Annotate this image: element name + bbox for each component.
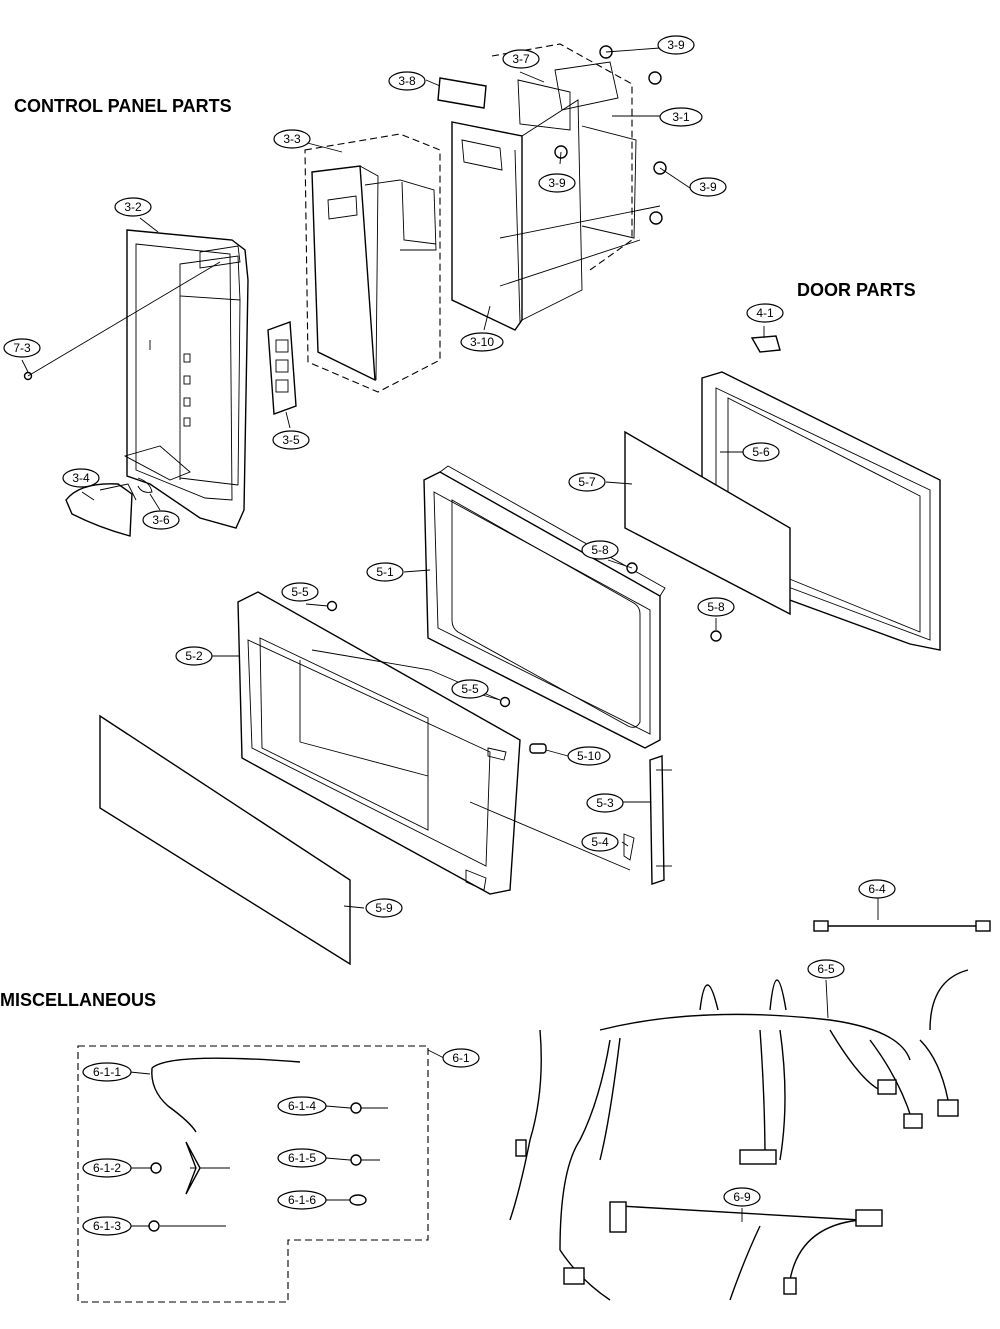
door-outer-frame-part: [701, 335, 941, 651]
callout-6-1-4: 6-1-4: [277, 1096, 327, 1116]
callout-6-1-text: 6-1: [452, 1051, 470, 1065]
callout-3-9-top: 3-9: [657, 35, 695, 55]
callout-3-5: 3-5: [272, 430, 310, 450]
wire-harness-part: [509, 969, 969, 1301]
callout-5-1-text: 5-1: [376, 565, 394, 579]
callout-6-5-text: 6-5: [817, 962, 835, 976]
callout-6-1-5-text: 6-1-5: [288, 1151, 316, 1165]
callout-3-6: 3-6: [142, 510, 180, 530]
callout-6-1-1: 6-1-1: [82, 1062, 132, 1082]
callout-4-1-text: 4-1: [756, 306, 774, 320]
callout-5-5-lower-text: 5-5: [461, 682, 479, 696]
callout-6-4-text: 6-4: [868, 882, 886, 896]
door-front-frame-part: [237, 591, 631, 895]
callout-6-1-4-text: 6-1-4: [288, 1099, 316, 1113]
callout-3-5-text: 3-5: [282, 433, 300, 447]
callout-3-1: 3-1: [659, 107, 703, 127]
callout-5-8-upper-text: 5-8: [591, 543, 609, 557]
door-inner-panel-part: [423, 465, 722, 749]
callout-5-6-text: 5-6: [752, 445, 770, 459]
callout-3-7-text: 3-7: [512, 52, 530, 66]
callout-5-6: 5-6: [742, 442, 780, 462]
callout-5-9-text: 5-9: [375, 901, 393, 915]
callout-3-8-text: 3-8: [398, 74, 416, 88]
callout-6-1-2: 6-1-2: [82, 1158, 132, 1178]
latch-hook-part: [623, 755, 672, 885]
callout-5-5-upper: 5-5: [281, 582, 319, 602]
callout-3-9-right-text: 3-9: [699, 180, 717, 194]
door-window-screen-part: [624, 430, 791, 616]
leader-lines: [21, 47, 879, 1227]
callout-5-3-text: 5-3: [596, 796, 614, 810]
key-switch-parts: [65, 321, 297, 537]
callout-3-1-text: 3-1: [672, 110, 690, 124]
callout-3-9-top-text: 3-9: [667, 38, 685, 52]
heading-control-panel-parts: CONTROL PANEL PARTS: [14, 96, 232, 116]
callout-6-1-5: 6-1-5: [277, 1148, 327, 1168]
callout-3-3: 3-3: [273, 129, 311, 149]
callout-6-1-3-text: 6-1-3: [93, 1219, 121, 1233]
callout-6-1-3: 6-1-3: [82, 1216, 132, 1236]
callout-6-1: 6-1: [442, 1048, 480, 1068]
callout-5-8-lower-text: 5-8: [707, 600, 725, 614]
callout-5-7-text: 5-7: [578, 475, 596, 489]
callout-5-4-text: 5-4: [591, 835, 609, 849]
callout-5-1: 5-1: [366, 562, 404, 582]
wire-lead-part: [813, 920, 991, 932]
callout-7-3-text: 7-3: [13, 341, 31, 355]
callout-3-2-text: 3-2: [124, 200, 142, 214]
callout-3-10: 3-10: [460, 332, 504, 352]
callout-3-9-middle: 3-9: [538, 173, 576, 193]
callout-3-7: 3-7: [502, 49, 540, 69]
callout-5-8-lower: 5-8: [697, 597, 735, 617]
door-choke-cover-part: [99, 714, 351, 966]
control-panel-frame-part: [123, 229, 249, 529]
callout-5-10-text: 5-10: [577, 749, 601, 763]
callout-3-2: 3-2: [114, 197, 152, 217]
heading-door-parts: DOOR PARTS: [797, 280, 916, 300]
callout-5-2-text: 5-2: [185, 649, 203, 663]
control-panel-pcb-part: [304, 133, 441, 393]
callout-5-7: 5-7: [568, 472, 606, 492]
callout-6-4: 6-4: [858, 879, 896, 899]
callout-5-8-upper: 5-8: [581, 540, 619, 560]
callout-5-5-lower: 5-5: [451, 679, 489, 699]
callout-3-9-right: 3-9: [689, 177, 727, 197]
callout-6-1-6-text: 6-1-6: [288, 1193, 316, 1207]
callout-3-9-middle-text: 3-9: [548, 176, 566, 190]
misc-kit-part: [77, 1045, 429, 1303]
callout-5-9: 5-9: [365, 898, 403, 918]
callout-3-8: 3-8: [388, 71, 426, 91]
callout-6-9: 6-9: [723, 1187, 761, 1207]
callout-5-5-upper-text: 5-5: [291, 585, 309, 599]
callout-3-4: 3-4: [62, 468, 100, 488]
callout-6-5: 6-5: [807, 959, 845, 979]
callout-6-9-text: 6-9: [733, 1190, 751, 1204]
callout-5-4: 5-4: [581, 832, 619, 852]
callout-5-3: 5-3: [586, 793, 624, 813]
callout-3-10-text: 3-10: [470, 335, 494, 349]
heading-miscellaneous: MISCELLANEOUS: [0, 990, 157, 1010]
callout-3-6-text: 3-6: [152, 513, 170, 527]
callout-3-4-text: 3-4: [72, 471, 90, 485]
callout-6-1-2-text: 6-1-2: [93, 1161, 121, 1175]
callout-6-1-1-text: 6-1-1: [93, 1065, 121, 1079]
callout-6-1-6: 6-1-6: [277, 1190, 327, 1210]
callout-4-1: 4-1: [746, 303, 784, 323]
callout-5-10: 5-10: [567, 746, 611, 766]
callout-5-2: 5-2: [175, 646, 213, 666]
control-unit-bracket-part: [437, 43, 661, 331]
callout-7-3: 7-3: [3, 338, 41, 358]
callout-3-3-text: 3-3: [283, 132, 301, 146]
